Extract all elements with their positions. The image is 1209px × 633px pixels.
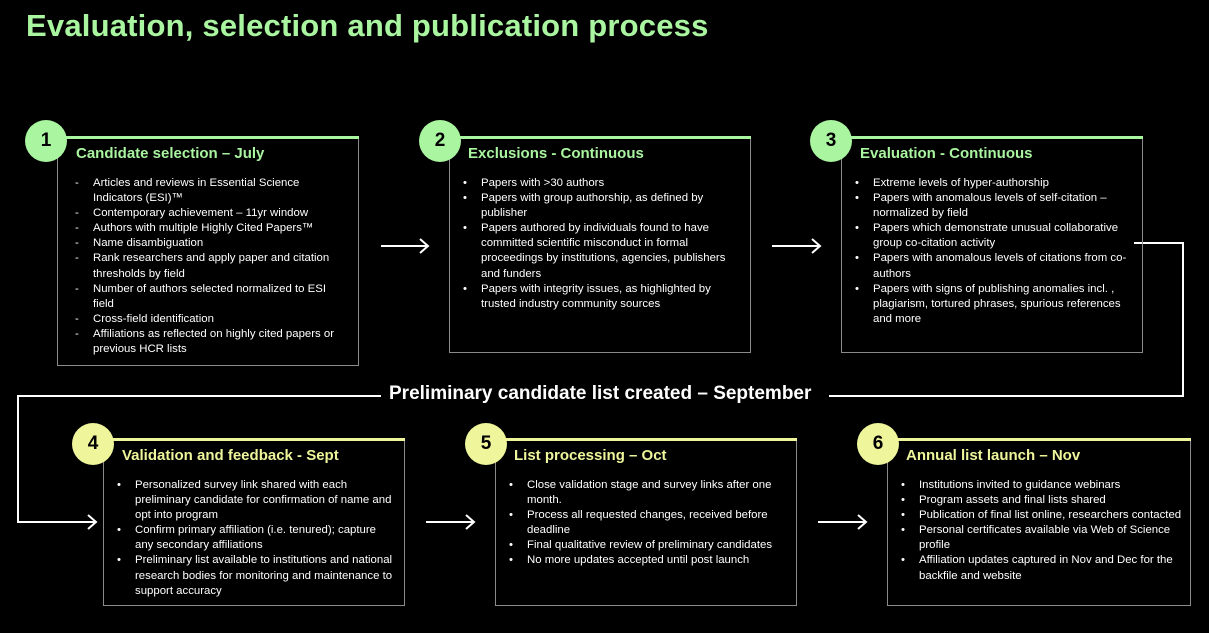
step-6-box: Annual list launch – Nov Institutions in…: [887, 438, 1191, 606]
list-item: Process all requested changes, received …: [509, 508, 788, 538]
arrow-1-to-2: [381, 238, 430, 254]
list-item: Extreme levels of hyper-authorship: [855, 176, 1134, 191]
step-3-list: Extreme levels of hyper-authorship Paper…: [855, 176, 1134, 327]
step-6-list: Institutions invited to guidance webinar…: [901, 478, 1182, 584]
list-item: Institutions invited to guidance webinar…: [901, 478, 1182, 493]
page-title: Evaluation, selection and publication pr…: [26, 8, 709, 43]
step-3-heading: Evaluation - Continuous: [860, 145, 1033, 162]
step-5-box: List processing – Oct Close validation s…: [495, 438, 797, 606]
list-item: No more updates accepted until post laun…: [509, 553, 788, 568]
step-1-list: Articles and reviews in Essential Scienc…: [75, 176, 350, 357]
step-2-list: Papers with >30 authors Papers with grou…: [463, 176, 742, 312]
preliminary-list-label: Preliminary candidate list created – Sep…: [389, 383, 812, 404]
list-item: Close validation stage and survey links …: [509, 478, 788, 508]
step-4-box: Validation and feedback - Sept Personali…: [103, 438, 405, 606]
step-6-heading: Annual list launch – Nov: [906, 447, 1081, 464]
list-item: Publication of final list online, resear…: [901, 508, 1182, 523]
list-item: Confirm primary affiliation (i.e. tenure…: [117, 523, 396, 553]
step-1-box: Candidate selection – July Articles and …: [57, 136, 359, 366]
list-item: Contemporary achievement – 11yr window: [75, 206, 350, 221]
list-item: Papers with >30 authors: [463, 176, 742, 191]
step-6-number-badge: 6: [857, 423, 899, 465]
step-3-number-badge: 3: [810, 120, 852, 162]
arrow-2-to-3: [772, 238, 822, 254]
loop-connector-line: [829, 242, 1184, 397]
loop-connector-line-left: [17, 395, 381, 523]
list-item: Papers authored by individuals found to …: [463, 221, 742, 281]
list-item: Name disambiguation: [75, 236, 350, 251]
step-1-number-badge: 1: [25, 120, 67, 162]
list-item: Preliminary list available to institutio…: [117, 553, 396, 598]
list-item: Authors with multiple Highly Cited Paper…: [75, 221, 350, 236]
list-item: Affiliations as reflected on highly cite…: [75, 327, 350, 357]
step-2-number-badge: 2: [419, 120, 461, 162]
step-3-box: Evaluation - Continuous Extreme levels o…: [841, 136, 1143, 353]
loop-arrowhead: [87, 514, 98, 530]
list-item: Number of authors selected normalized to…: [75, 282, 350, 312]
step-5-list: Close validation stage and survey links …: [509, 478, 788, 569]
step-4-heading: Validation and feedback - Sept: [122, 447, 339, 464]
list-item: Papers with group authorship, as defined…: [463, 191, 742, 221]
list-item: Final qualitative review of preliminary …: [509, 538, 788, 553]
list-item: Program assets and final lists shared: [901, 493, 1182, 508]
list-item: Papers which demonstrate unusual collabo…: [855, 221, 1134, 251]
list-item: Papers with integrity issues, as highlig…: [463, 282, 742, 312]
list-item: Papers with anomalous levels of self-cit…: [855, 191, 1134, 221]
list-item: Articles and reviews in Essential Scienc…: [75, 176, 350, 206]
step-4-list: Personalized survey link shared with eac…: [117, 478, 396, 599]
list-item: Papers with anomalous levels of citation…: [855, 251, 1134, 281]
step-1-heading: Candidate selection – July: [76, 145, 265, 162]
arrow-4-to-5: [426, 514, 476, 530]
list-item: Personalized survey link shared with eac…: [117, 478, 396, 523]
step-2-box: Exclusions - Continuous Papers with >30 …: [449, 136, 751, 353]
step-2-heading: Exclusions - Continuous: [468, 145, 644, 162]
list-item: Papers with signs of publishing anomalie…: [855, 282, 1134, 327]
list-item: Personal certificates available via Web …: [901, 523, 1182, 553]
list-item: Rank researchers and apply paper and cit…: [75, 251, 350, 281]
step-5-number-badge: 5: [465, 423, 507, 465]
list-item: Cross-field identification: [75, 312, 350, 327]
step-5-heading: List processing – Oct: [514, 447, 667, 464]
arrow-5-to-6: [818, 514, 868, 530]
step-4-number-badge: 4: [72, 423, 114, 465]
list-item: Affiliation updates captured in Nov and …: [901, 553, 1182, 583]
